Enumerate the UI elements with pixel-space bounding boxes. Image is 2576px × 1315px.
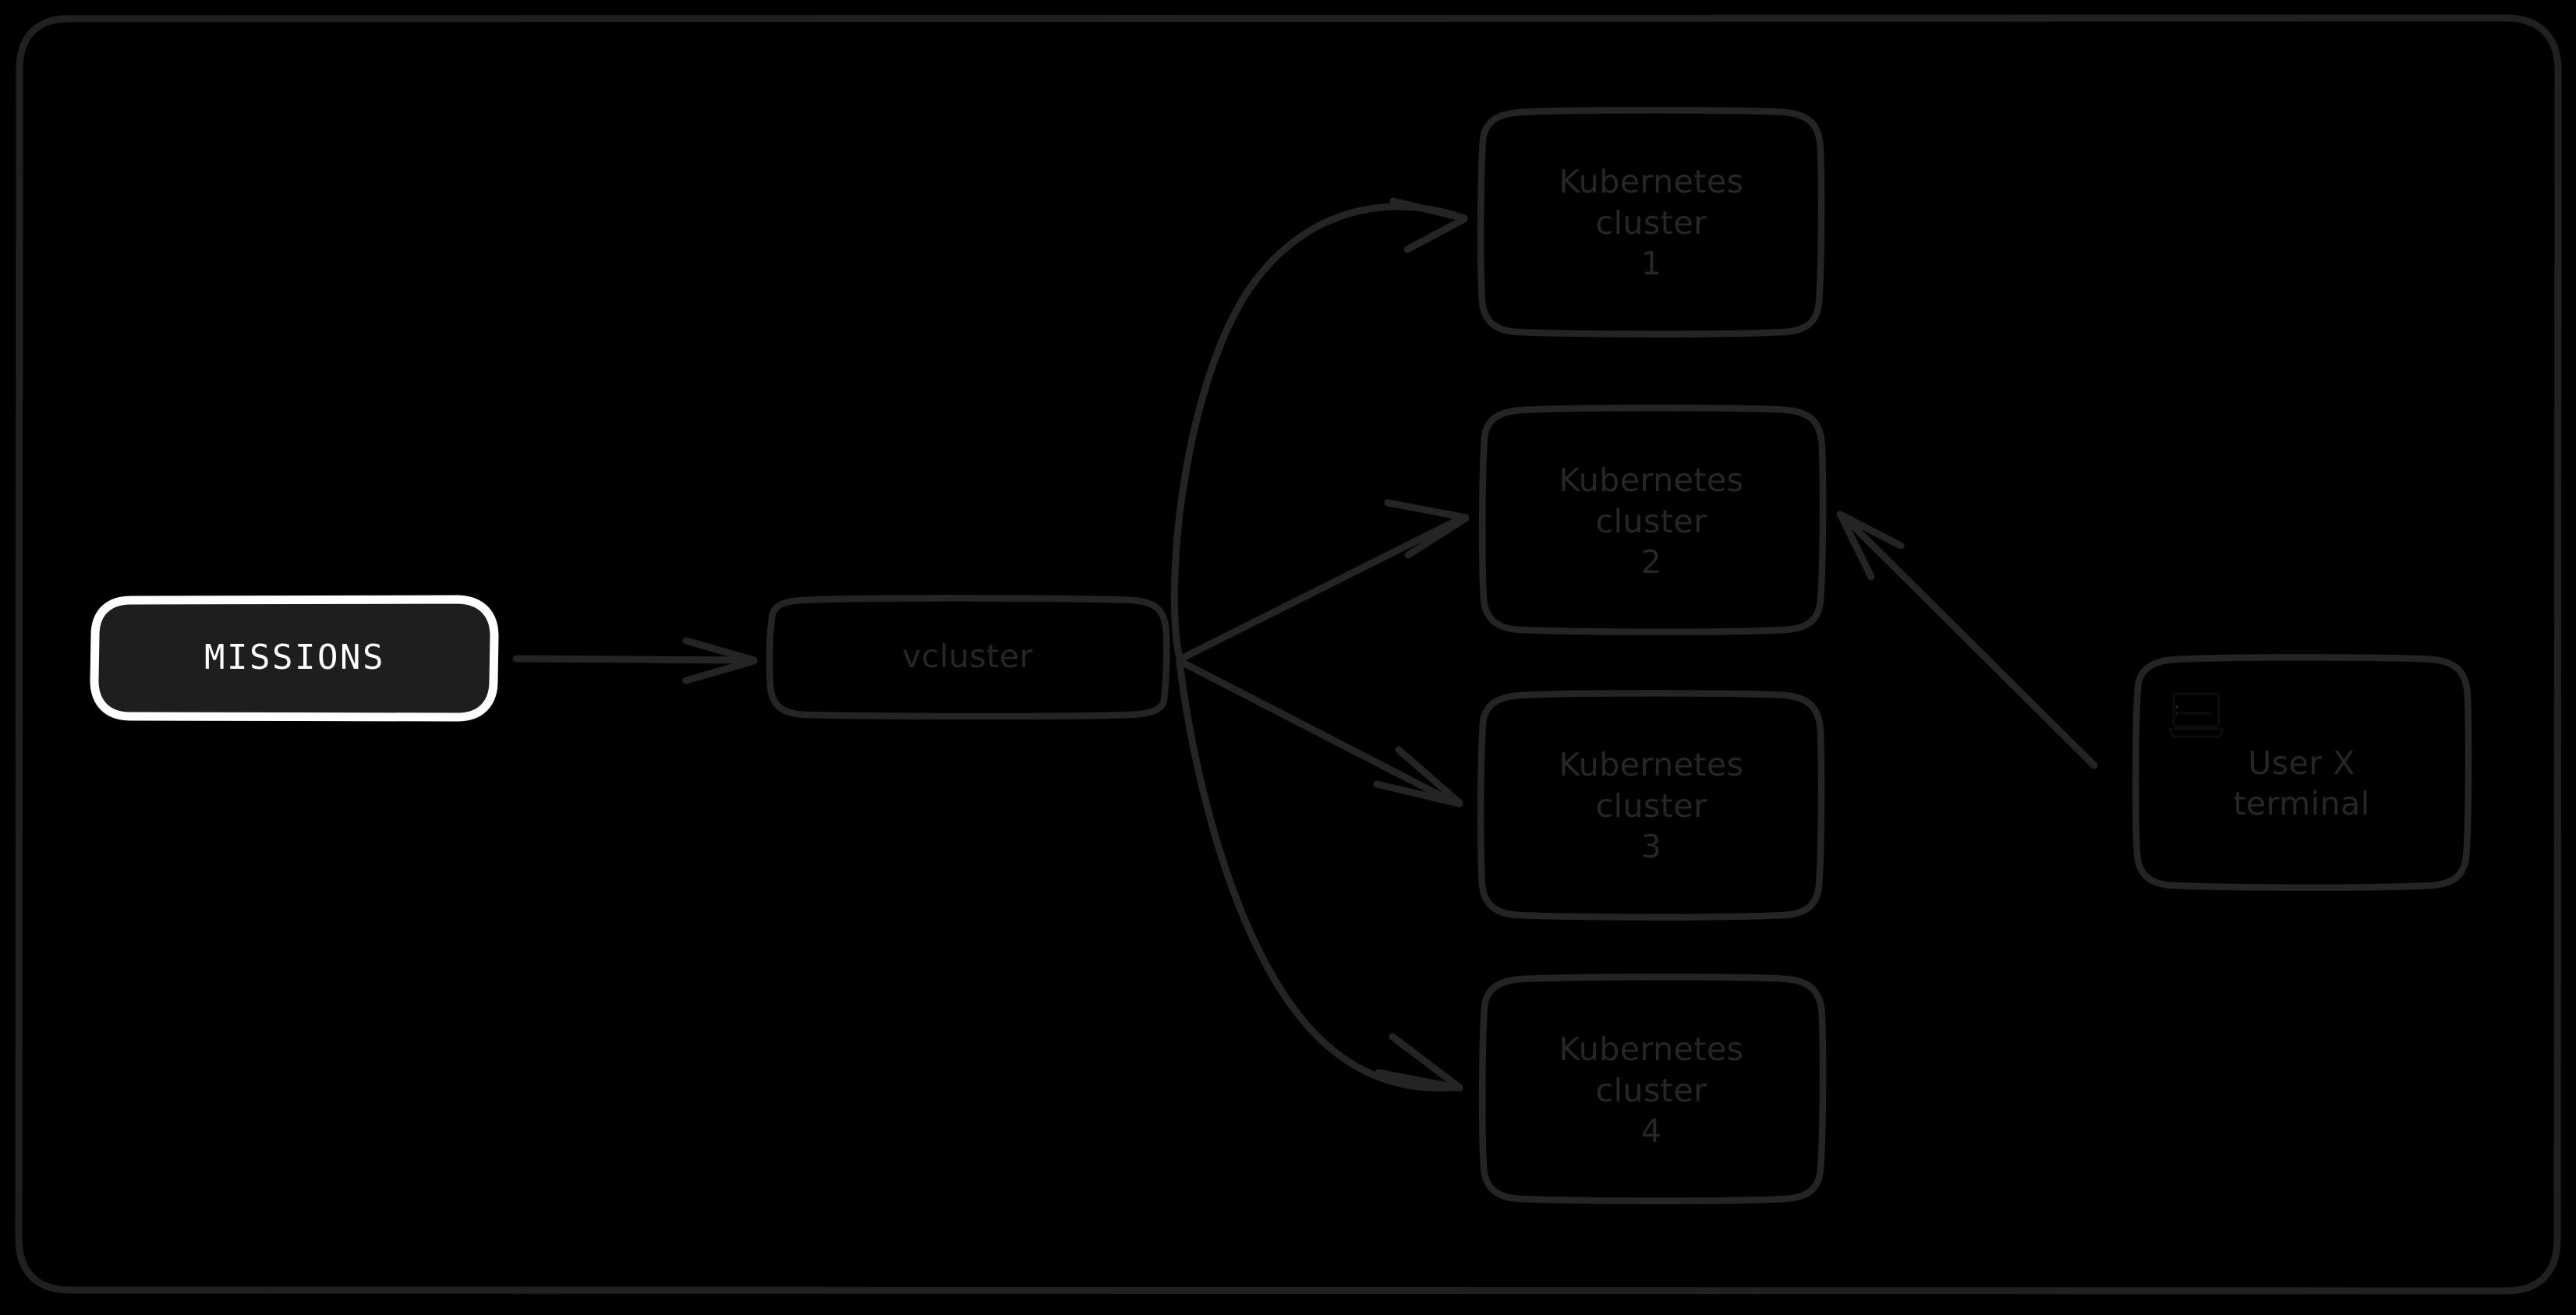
edge-vcluster-cluster-1 xyxy=(1170,197,1468,663)
edge-vcluster-cluster-4 xyxy=(1176,659,1463,1092)
kubernetes-cluster-4-shape[interactable] xyxy=(1478,974,1827,1204)
kubernetes-cluster-3-shape[interactable] xyxy=(1477,690,1825,921)
cluster-2-label-line-3: 2 xyxy=(1640,543,1662,581)
kubernetes-cluster-2-label[interactable]: Kubernetes cluster 2 xyxy=(1481,408,1821,635)
cluster-4-label-line-1: Kubernetes xyxy=(1559,1030,1744,1069)
user-x-terminal-label[interactable]: User X terminal xyxy=(2135,686,2468,881)
kubernetes-cluster-2-shape[interactable] xyxy=(1478,405,1827,635)
edge-missions-vcluster xyxy=(512,637,758,684)
kubernetes-cluster-1-shape[interactable] xyxy=(1477,107,1825,338)
cluster-1-label-line-2: cluster xyxy=(1595,203,1707,242)
vcluster-node-shape[interactable] xyxy=(766,595,1170,720)
vcluster-label-line-1: vcluster xyxy=(902,637,1033,675)
diagram-frame xyxy=(15,14,2562,1295)
cluster-3-label-line-2: cluster xyxy=(1595,787,1707,825)
terminal-label-line-2: terminal xyxy=(2233,785,2370,822)
edge-vcluster-cluster-3 xyxy=(1176,657,1463,808)
cluster-2-label-line-2: cluster xyxy=(1595,502,1707,540)
edge-vcluster-cluster-2 xyxy=(1176,499,1470,663)
terminal-label-line-1: User X xyxy=(2248,744,2355,782)
cluster-1-label-line-1: Kubernetes xyxy=(1559,163,1744,201)
laptop-icon xyxy=(2167,692,2225,738)
kubernetes-cluster-3-label[interactable]: Kubernetes cluster 3 xyxy=(1481,694,1821,918)
missions-node-label[interactable]: MISSIONS xyxy=(94,599,496,717)
cluster-4-label-line-2: cluster xyxy=(1595,1071,1707,1109)
user-x-terminal-shape[interactable] xyxy=(2132,654,2472,891)
vcluster-node-label[interactable]: vcluster xyxy=(768,599,1167,714)
cluster-1-label-line-3: 1 xyxy=(1640,245,1662,283)
missions-node-shape[interactable] xyxy=(90,595,499,722)
cluster-2-label-line-1: Kubernetes xyxy=(1559,461,1744,500)
missions-label-line-1: MISSIONS xyxy=(204,637,385,677)
cluster-3-label-line-3: 3 xyxy=(1640,828,1662,866)
kubernetes-cluster-1-label[interactable]: Kubernetes cluster 1 xyxy=(1481,111,1821,335)
edge-terminal-cluster-2 xyxy=(1836,511,2098,769)
kubernetes-cluster-4-label[interactable]: Kubernetes cluster 4 xyxy=(1481,977,1821,1204)
cluster-3-label-line-1: Kubernetes xyxy=(1559,746,1744,784)
cluster-4-label-line-3: 4 xyxy=(1640,1112,1662,1151)
